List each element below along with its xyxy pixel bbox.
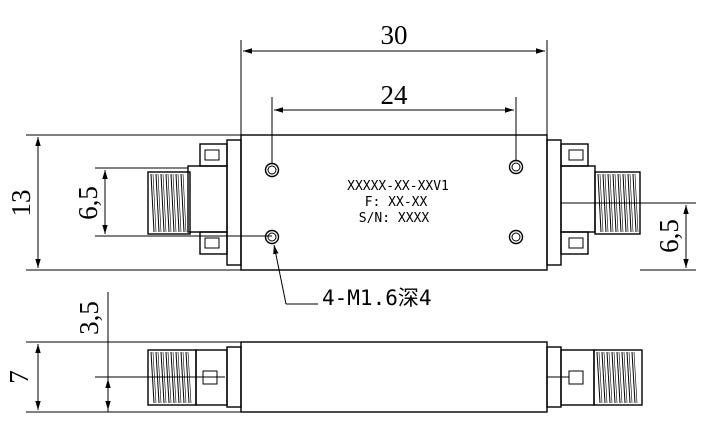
mounting-hole bbox=[508, 159, 524, 175]
mounting-hole bbox=[264, 229, 280, 245]
mounting-hole bbox=[264, 162, 280, 178]
side-view: 7 3,5 bbox=[4, 292, 643, 413]
dimension-port-offset-left: 6,5 bbox=[73, 167, 272, 237]
model-label: XXXXX-XX-XXV1 bbox=[347, 179, 449, 194]
dimension-height: 13 bbox=[6, 134, 241, 271]
dimension-6-5-left-text: 6,5 bbox=[73, 186, 103, 220]
serial-label: S/N: XXXX bbox=[359, 211, 430, 226]
hole-note-text: 4-M1.6深4 bbox=[322, 286, 432, 310]
dimension-30-text: 30 bbox=[381, 20, 408, 50]
dimension-hole-spacing: 24 bbox=[271, 80, 517, 163]
mounting-hole bbox=[508, 229, 524, 245]
hole-callout: 4-M1.6深4 bbox=[273, 244, 432, 310]
top-view: XXXXX-XX-XXV1 F: XX-XX S/N: XXXX bbox=[6, 20, 696, 310]
dimension-length-overall: 30 bbox=[240, 20, 548, 135]
thread-left-top bbox=[150, 173, 187, 233]
body-side bbox=[240, 341, 548, 413]
thread-right-side bbox=[596, 351, 638, 404]
left-connector-top bbox=[147, 139, 242, 266]
dimension-13-text: 13 bbox=[6, 190, 36, 217]
dimension-24-text: 24 bbox=[381, 80, 409, 110]
frequency-label: F: XX-XX bbox=[365, 195, 428, 210]
dimension-3-5-text: 3,5 bbox=[74, 301, 104, 335]
dimension-6-5-right-text: 6,5 bbox=[654, 219, 684, 253]
dimension-7-text: 7 bbox=[4, 370, 34, 384]
dimension-side-offset: 3,5 bbox=[74, 292, 225, 412]
dimension-port-offset-right: 6,5 bbox=[561, 202, 696, 271]
right-connector-side bbox=[546, 346, 643, 408]
dimension-thickness: 7 bbox=[4, 341, 241, 413]
